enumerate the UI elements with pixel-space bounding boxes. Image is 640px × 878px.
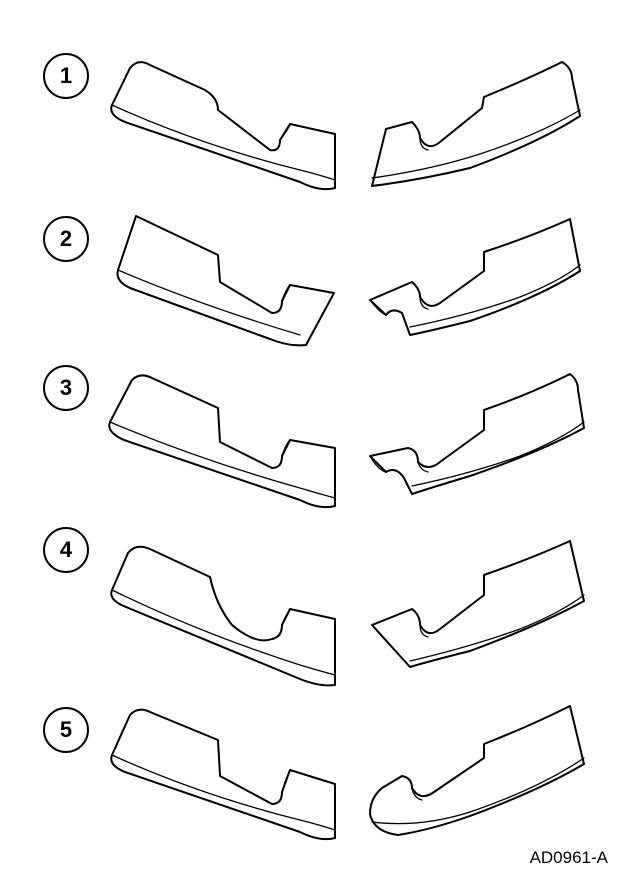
left-piece-4 (110, 545, 336, 687)
right-piece-2 (369, 218, 581, 336)
variant-row-3: 3 (0, 350, 640, 520)
left-piece-1 (110, 61, 336, 191)
piece-pair-4 (110, 540, 585, 687)
right-piece-4 (371, 540, 585, 668)
variant-row-1: 1 (0, 30, 640, 200)
piece-pair-1 (110, 61, 581, 191)
left-piece-5 (110, 708, 336, 841)
piece-pair-2 (116, 215, 581, 347)
callout-1: 1 (43, 53, 89, 99)
figure-code: AD0961-A (529, 848, 608, 867)
variant-row-2: 2 (0, 185, 640, 355)
left-piece-2 (116, 215, 335, 347)
piece-pair-5 (110, 705, 585, 841)
right-piece-3 (369, 373, 585, 495)
left-piece-3 (108, 374, 336, 509)
right-piece-1 (371, 61, 581, 187)
piece-pair-3 (108, 373, 585, 509)
callout-2: 2 (43, 216, 89, 262)
callout-4: 4 (43, 527, 89, 573)
variant-row-4: 4 (0, 515, 640, 687)
right-piece-5 (369, 705, 585, 836)
callout-5: 5 (43, 707, 89, 753)
callout-3: 3 (43, 365, 89, 411)
variant-row-5: 5 (0, 680, 640, 850)
